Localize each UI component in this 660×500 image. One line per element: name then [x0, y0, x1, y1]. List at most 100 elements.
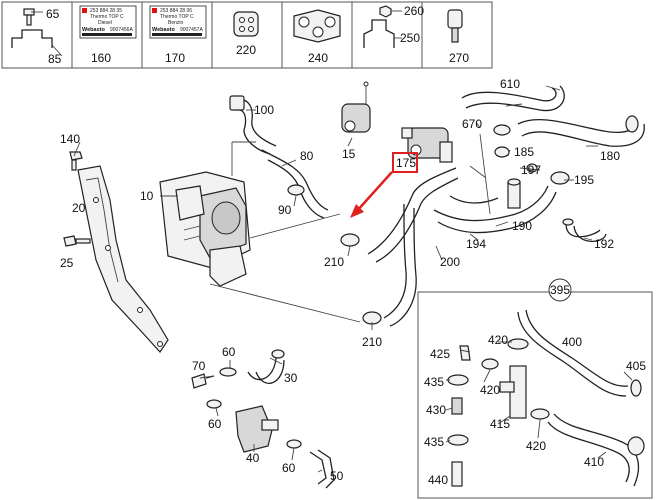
hose-192 — [565, 223, 601, 238]
hose-30 — [247, 357, 277, 381]
bracket-clip-icon — [11, 29, 53, 48]
svg-text:Webasto: Webasto — [82, 27, 105, 33]
nut-icon — [379, 5, 392, 18]
callout-610: 610 — [500, 77, 520, 91]
svg-text:9007457A: 9007457A — [180, 27, 203, 33]
clamp-60-left — [206, 399, 222, 409]
callout-175: 175 — [396, 156, 416, 170]
callout-420-a: 420 — [488, 333, 508, 347]
callout-220: 220 — [236, 43, 256, 57]
svg-text:253 884 28 36: 253 884 28 36 — [160, 8, 192, 14]
svg-text:Thermo TOP C: Thermo TOP C — [90, 14, 124, 20]
svg-text:9007456A: 9007456A — [110, 27, 133, 33]
clamp-435-lower — [447, 434, 469, 446]
callout-85: 85 — [48, 52, 62, 66]
callout-260: 260 — [404, 4, 424, 18]
callout-190: 190 — [512, 219, 532, 233]
callout-60-c: 60 — [282, 461, 296, 475]
clamp-435-upper — [447, 374, 469, 386]
clamp-420-mid — [481, 358, 499, 370]
callout-425: 425 — [430, 347, 450, 361]
bolt-icon — [23, 8, 35, 26]
filter-40 — [235, 405, 279, 453]
svg-text:253 884 28 35: 253 884 28 35 — [90, 8, 122, 14]
callout-420-b: 420 — [480, 383, 500, 397]
callout-200: 200 — [440, 255, 460, 269]
hose-610 — [461, 87, 557, 102]
hose-50 — [309, 451, 327, 485]
clamp-185 — [494, 146, 510, 158]
label-sticker-petrol: 253 884 28 36 Thermo TOP C Benzin Webast… — [149, 5, 207, 39]
valve-175 — [401, 127, 453, 163]
svg-text:Benzin: Benzin — [168, 20, 184, 26]
bolt-140-icon — [69, 151, 83, 171]
callout-100: 100 — [254, 103, 274, 117]
coupling-block-icon — [293, 9, 341, 43]
hose-410 — [547, 421, 630, 483]
hose-clip-icon — [447, 9, 463, 43]
clamp-420-low — [530, 408, 550, 420]
callout-170: 170 — [165, 51, 185, 65]
callout-400: 400 — [562, 335, 582, 349]
callout-410: 410 — [584, 455, 604, 469]
callout-420-c: 420 — [526, 439, 546, 453]
hose-190 — [433, 185, 549, 222]
auxiliary-heater-unit — [159, 171, 251, 287]
callout-250: 250 — [400, 31, 420, 45]
callout-194: 194 — [466, 237, 486, 251]
sub-assembly-box-395 — [417, 278, 653, 499]
hose-194 — [449, 195, 499, 204]
tee-piece-415 — [499, 365, 527, 419]
header-box-270 — [421, 1, 493, 69]
callout-80: 80 — [300, 149, 314, 163]
clamp-210-upper — [340, 233, 360, 247]
callout-40: 40 — [246, 451, 260, 465]
svg-text:Webasto: Webasto — [152, 27, 175, 33]
callout-160: 160 — [91, 51, 111, 65]
bolt-25-icon — [63, 235, 91, 247]
elbow-425 — [459, 345, 471, 361]
callout-435-b: 435 — [424, 435, 444, 449]
clamp-60-lower — [286, 439, 302, 449]
clamp-60-upper — [219, 367, 237, 377]
callout-60-a: 60 — [222, 345, 236, 359]
clamp-195 — [550, 171, 570, 185]
callout-30: 30 — [284, 371, 298, 385]
callout-210-upper: 210 — [324, 255, 344, 269]
callout-195: 195 — [574, 173, 594, 187]
svg-text:Diesel: Diesel — [98, 20, 112, 26]
callout-15: 15 — [342, 147, 356, 161]
hose-200 — [367, 167, 457, 255]
leader-lines — [73, 85, 598, 330]
callout-240: 240 — [308, 51, 328, 65]
callout-395: 395 — [550, 283, 570, 297]
clamp-670 — [493, 124, 511, 136]
callout-90: 90 — [278, 203, 292, 217]
clamp-90 — [287, 184, 305, 196]
connector-430 — [451, 397, 463, 415]
clamp-420-top — [507, 338, 529, 350]
callout-185: 185 — [514, 145, 534, 159]
callout-197: 197 — [521, 163, 541, 177]
clamp-197 — [526, 163, 538, 173]
highlight-arrow — [350, 152, 418, 218]
callout-670-left: 670 — [462, 117, 482, 131]
callout-415: 415 — [490, 417, 510, 431]
callout-10: 10 — [140, 189, 154, 203]
svg-text:Thermo TOP C: Thermo TOP C — [160, 14, 194, 20]
callout-70: 70 — [192, 359, 206, 373]
pipe-440 — [451, 461, 463, 487]
callout-270: 270 — [449, 51, 469, 65]
callout-25: 25 — [60, 256, 74, 270]
clamp-410-end — [627, 436, 645, 456]
label-sticker-diesel: 253 884 28 35 Thermo TOP C Diesel Webast… — [79, 5, 137, 39]
callout-50: 50 — [330, 469, 344, 483]
callout-435-a: 435 — [424, 375, 444, 389]
callout-192: 192 — [594, 237, 614, 251]
mounting-bracket-icon — [363, 19, 395, 48]
circulation-pump-15 — [341, 81, 371, 133]
callout-440: 440 — [428, 473, 448, 487]
hose-400 — [517, 311, 627, 397]
grommet-icon — [233, 11, 259, 37]
